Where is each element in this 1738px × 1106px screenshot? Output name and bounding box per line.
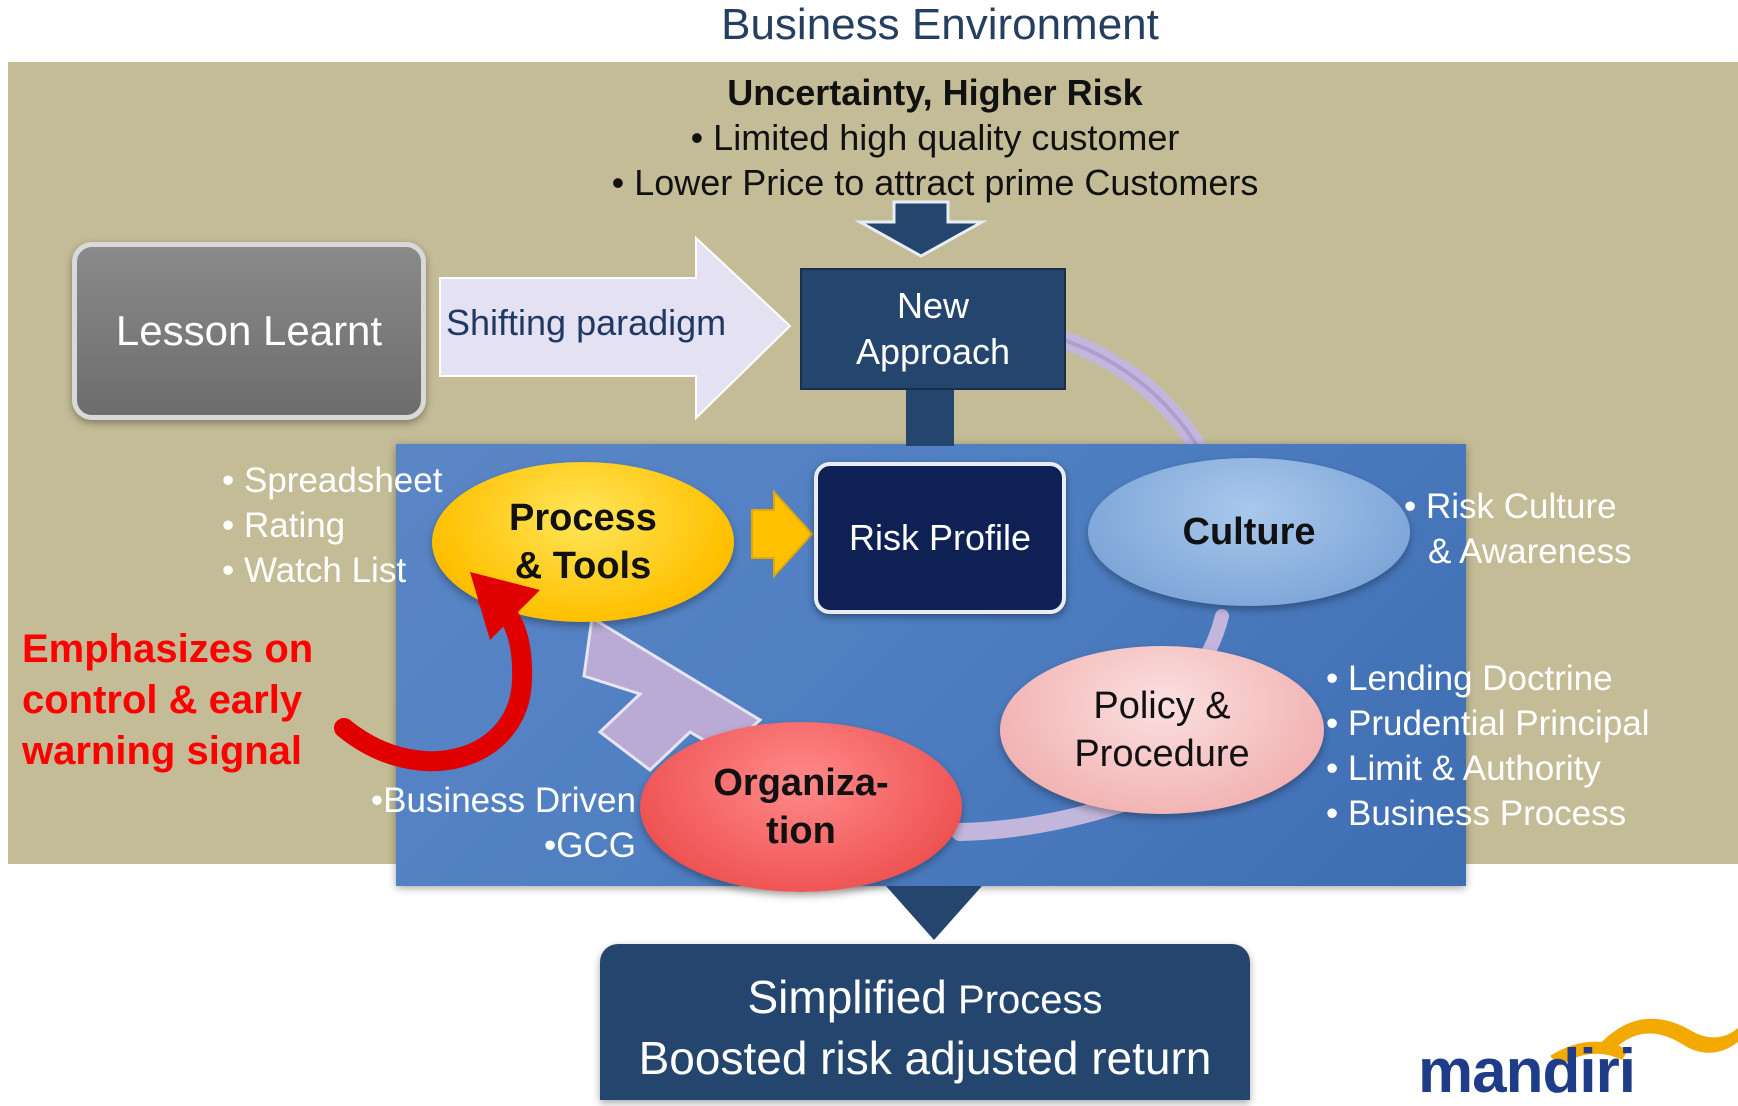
result-simplified: Simplified [747,971,947,1023]
list-item: •GCG [544,826,636,865]
policy-line-2: Procedure [1074,733,1250,775]
uncertainty-bullet-1: • Limited high quality customer [690,117,1180,158]
shifting-paradigm-arrow [439,235,792,421]
new-approach-connector [906,388,954,446]
list-item: • Business Process [1326,794,1627,833]
organization-line-1: Organiza- [713,762,889,804]
organization-line-2: tion [766,810,836,852]
policy-line-1: Policy & [1093,685,1231,727]
risk-profile-box: Risk Profile [814,462,1066,614]
list-item: & Awareness [1428,532,1632,571]
culture-ellipse: Culture [1088,458,1410,606]
organization-ellipse: Organiza- tion [640,722,962,892]
emphasis-line-1: Emphasizes on [22,627,314,671]
list-item: • Lending Doctrine [1326,659,1613,698]
down-arrow-top [854,200,988,258]
mandiri-logo-text: mandiri [1418,1037,1636,1106]
emphasis-line-2: control & early [22,678,303,722]
list-item: •Business Driven [370,781,636,820]
list-item: • Risk Culture [1404,487,1617,526]
shifting-paradigm-label: Shifting paradigm [446,302,727,343]
lesson-learnt-box: Lesson Learnt [72,242,426,420]
list-item: • Prudential Principal [1326,704,1650,743]
process-tools-list: • Spreadsheet • Rating • Watch List [222,458,442,593]
list-item: • Limit & Authority [1326,749,1601,788]
emphasis-note: Emphasizes on control & early warning si… [22,624,313,777]
list-item: • Rating [222,506,346,545]
result-process: Process [946,978,1103,1022]
list-item: • Watch List [222,551,407,590]
cycle-ring-lower [951,795,1129,841]
organization-list: •Business Driven •GCG [340,778,636,868]
emphasis-line-3: warning signal [22,729,303,773]
diagram-title: Business Environment [721,0,1159,49]
uncertainty-heading: Uncertainty, Higher Risk [727,72,1143,113]
policy-procedure-ellipse: Policy & Procedure [1000,646,1324,814]
new-approach-box: New Approach [800,268,1066,390]
result-line-2: Boosted risk adjusted return [638,1032,1212,1084]
uncertainty-block: Uncertainty, Higher Risk • Limited high … [560,70,1310,205]
result-box: Simplified Process Boosted risk adjusted… [600,944,1250,1100]
process-to-risk-arrow [751,489,814,579]
policy-list: • Lending Doctrine • Prudential Principa… [1326,656,1650,836]
process-tools-line-2: & Tools [514,545,652,587]
new-approach-line-1: New [896,285,969,326]
culture-list: • Risk Culture & Awareness [1404,484,1632,574]
process-tools-line-1: Process [509,497,657,539]
list-item: • Spreadsheet [222,461,443,500]
down-arrow-bottom [886,886,982,940]
new-approach-line-2: Approach [855,331,1011,372]
mandiri-logo [1550,1018,1738,1066]
uncertainty-bullet-2: • Lower Price to attract prime Customers [611,162,1259,203]
